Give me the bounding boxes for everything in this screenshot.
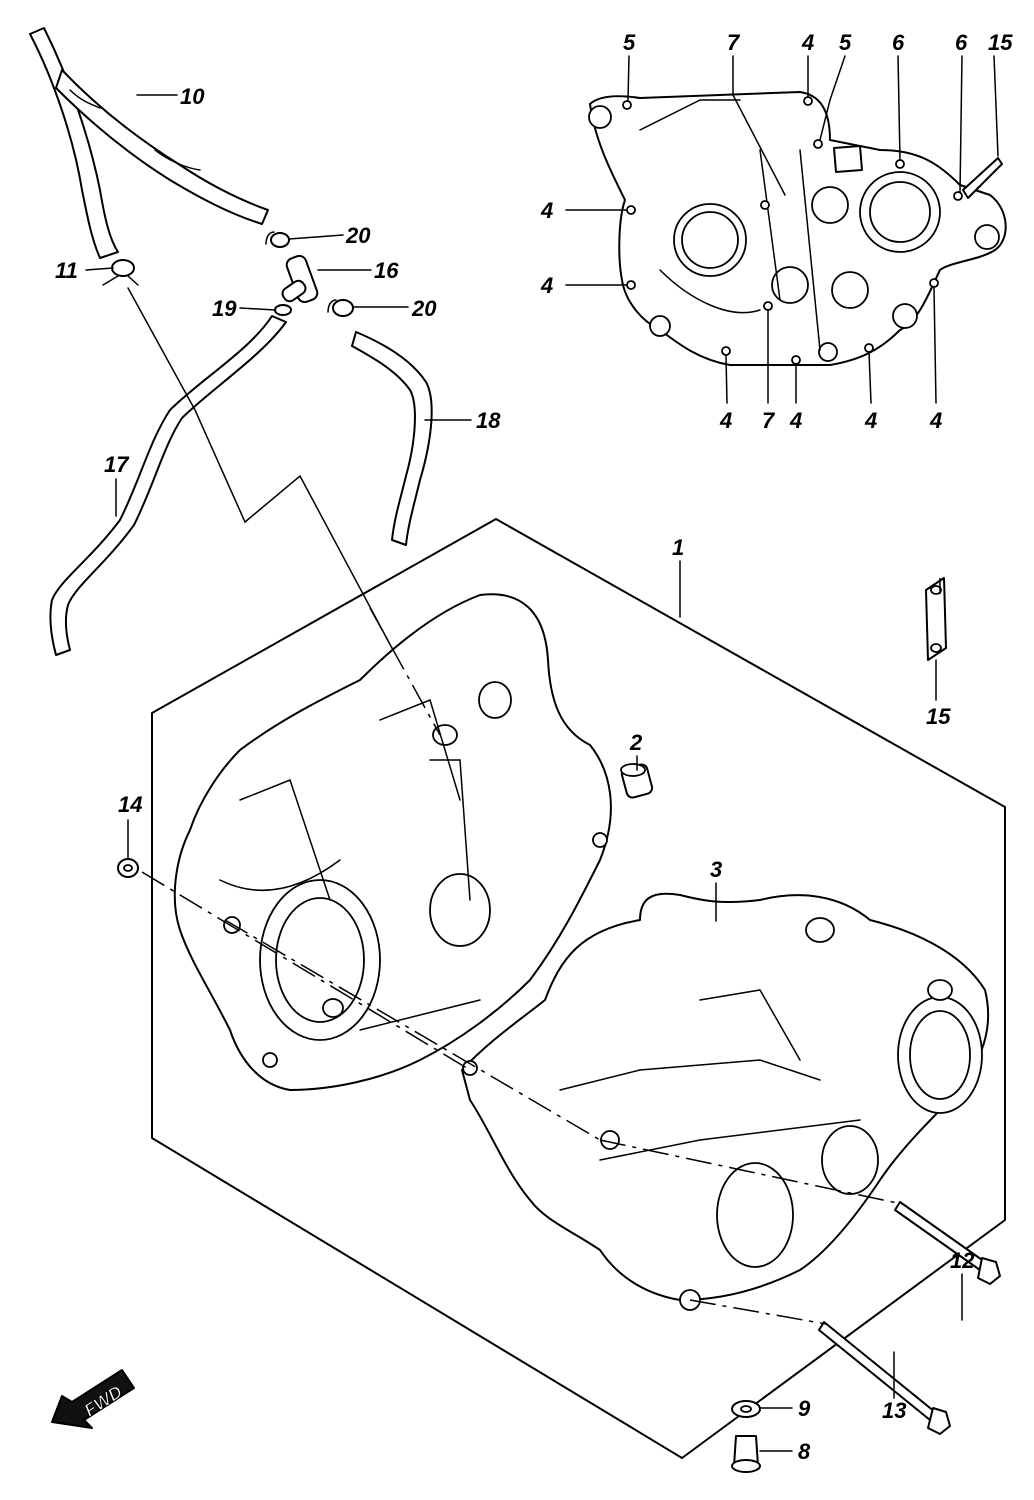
callout-6-top-right: 6 bbox=[955, 30, 968, 55]
reference-line bbox=[127, 287, 441, 739]
callout-16: 16 bbox=[374, 258, 399, 283]
callout-10: 10 bbox=[180, 84, 205, 109]
alignment-lines bbox=[141, 578, 941, 1325]
callout-4-bottom-3: 4 bbox=[864, 408, 877, 433]
callout-4-bottom-2: 4 bbox=[789, 408, 802, 433]
callout-3: 3 bbox=[710, 857, 722, 882]
washer-9[interactable] bbox=[731, 1400, 761, 1418]
callout-4-left-upper: 4 bbox=[540, 198, 553, 223]
hose-18[interactable] bbox=[351, 331, 433, 546]
bolt-8[interactable] bbox=[731, 1435, 761, 1473]
assembly-boundary bbox=[151, 518, 1006, 1459]
callout-8: 8 bbox=[798, 1439, 811, 1464]
callout-5-top-left: 5 bbox=[623, 30, 636, 55]
bolt-13[interactable] bbox=[818, 1321, 951, 1435]
callout-13: 13 bbox=[882, 1398, 906, 1423]
callout-18: 18 bbox=[476, 408, 501, 433]
plug-14[interactable] bbox=[117, 858, 139, 878]
callout-14: 14 bbox=[118, 792, 142, 817]
callout-20-lower: 20 bbox=[411, 296, 437, 321]
forward-arrow-icon: FWD bbox=[51, 1369, 135, 1429]
crankcase-top-view bbox=[588, 91, 1007, 366]
callout-labels: 10 11 20 16 19 20 18 17 1 2 3 14 15 12 1… bbox=[55, 30, 1013, 1464]
callout-15: 15 bbox=[926, 704, 951, 729]
callout-4-bottom-1: 4 bbox=[719, 408, 732, 433]
joint-16[interactable] bbox=[280, 254, 319, 304]
leader-lines bbox=[85, 55, 999, 1452]
callout-11: 11 bbox=[55, 258, 78, 283]
callout-15-top: 15 bbox=[988, 30, 1013, 55]
callout-7-top: 7 bbox=[727, 30, 741, 55]
hose-10[interactable] bbox=[29, 27, 269, 259]
callout-6-top-left: 6 bbox=[892, 30, 905, 55]
clamp-11[interactable] bbox=[102, 259, 139, 286]
callout-5-top-right: 5 bbox=[839, 30, 852, 55]
dowel-pin-2[interactable] bbox=[620, 763, 654, 799]
crankcase-right-half[interactable] bbox=[461, 892, 990, 1311]
callout-2: 2 bbox=[629, 730, 643, 755]
hose-17[interactable] bbox=[49, 315, 287, 656]
callout-19: 19 bbox=[212, 296, 237, 321]
callout-20-upper: 20 bbox=[345, 223, 371, 248]
callout-4-top: 4 bbox=[801, 30, 814, 55]
callout-17: 17 bbox=[104, 452, 130, 477]
callout-7-bottom: 7 bbox=[762, 408, 776, 433]
callout-12: 12 bbox=[950, 1248, 975, 1273]
callout-4-bottom-4: 4 bbox=[929, 408, 942, 433]
bracket-15[interactable] bbox=[925, 577, 947, 661]
callout-1: 1 bbox=[672, 535, 684, 560]
clip-20-upper[interactable] bbox=[265, 231, 290, 248]
bolt-12[interactable] bbox=[894, 1201, 1001, 1285]
callout-9: 9 bbox=[798, 1396, 811, 1421]
crankcase-left-half[interactable] bbox=[173, 593, 612, 1091]
clip-20-lower[interactable] bbox=[327, 299, 354, 317]
callout-4-left-lower: 4 bbox=[540, 273, 553, 298]
clip-19[interactable] bbox=[274, 304, 292, 316]
